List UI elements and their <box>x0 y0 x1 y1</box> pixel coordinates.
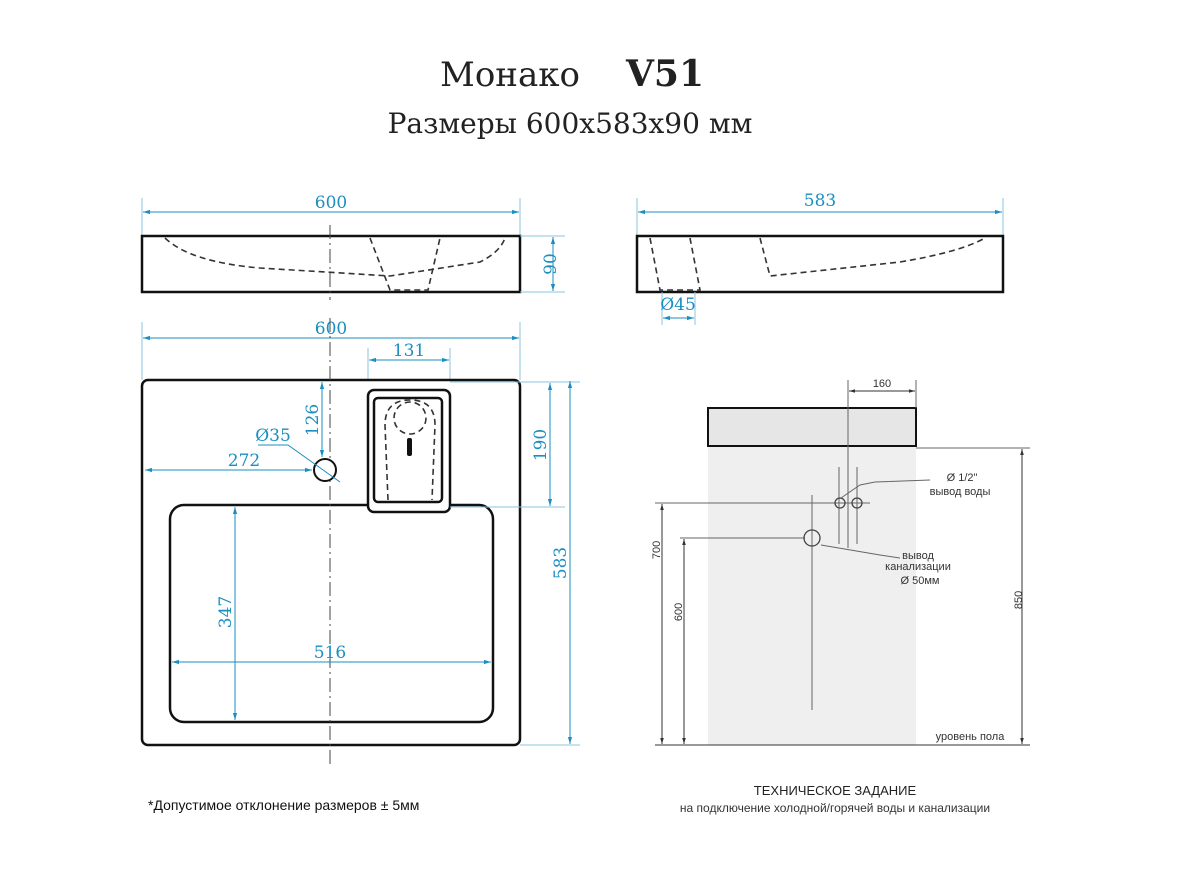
front-side-view: 600 90 <box>140 193 565 300</box>
bowl-width-label: 516 <box>314 643 346 663</box>
front-width-label: 600 <box>315 193 347 213</box>
front-height-label: 90 <box>541 253 561 275</box>
drain-label-3: Ø 50мм <box>901 575 940 587</box>
water-label-1: Ø 1/2" <box>947 472 978 484</box>
profile-depth-label: 583 <box>804 191 836 211</box>
drain-height-label: 600 <box>673 603 685 621</box>
tech-heading: ТЕХНИЧЕСКОЕ ЗАДАНИЕ <box>754 783 917 798</box>
offset-label: 160 <box>873 378 891 390</box>
profile-side-view: 583 Ø45 <box>635 191 1005 325</box>
drain-label-2: канализации <box>885 561 951 573</box>
faucet-hole <box>313 458 337 482</box>
sink-height-label: 850 <box>1013 591 1025 609</box>
faucet-width-label: 131 <box>393 341 425 361</box>
plan-view: 600 131 126 272 Ø35 190 583 347 516 <box>140 318 580 765</box>
drain-diameter-label: Ø45 <box>660 295 696 315</box>
model-code: V51 <box>625 53 704 95</box>
dimensions-subtitle: Размеры 600x583x90 мм <box>388 107 753 140</box>
faucet-depth-label: 190 <box>531 429 551 461</box>
water-height-label: 700 <box>651 541 663 559</box>
connection-scheme: 160 Ø 1/2" вывод воды вывод канализации … <box>651 378 1030 815</box>
hole-diameter-label: Ø35 <box>255 426 291 446</box>
plan-width-label: 600 <box>315 319 347 339</box>
drain-label-1: вывод <box>902 550 934 562</box>
model-name: Монако <box>440 55 580 95</box>
hole-offset-y-label: 126 <box>303 404 323 436</box>
floor-label: уровень пола <box>936 731 1006 743</box>
bowl-depth-label: 347 <box>216 596 236 628</box>
plan-depth-label: 583 <box>551 547 571 579</box>
tolerance-note: *Допустимое отклонение размеров ± 5мм <box>148 797 419 813</box>
water-label-2: вывод воды <box>930 486 991 498</box>
hole-offset-x-label: 272 <box>228 451 260 471</box>
tech-subheading: на подключение холодной/горячей воды и к… <box>680 801 990 815</box>
